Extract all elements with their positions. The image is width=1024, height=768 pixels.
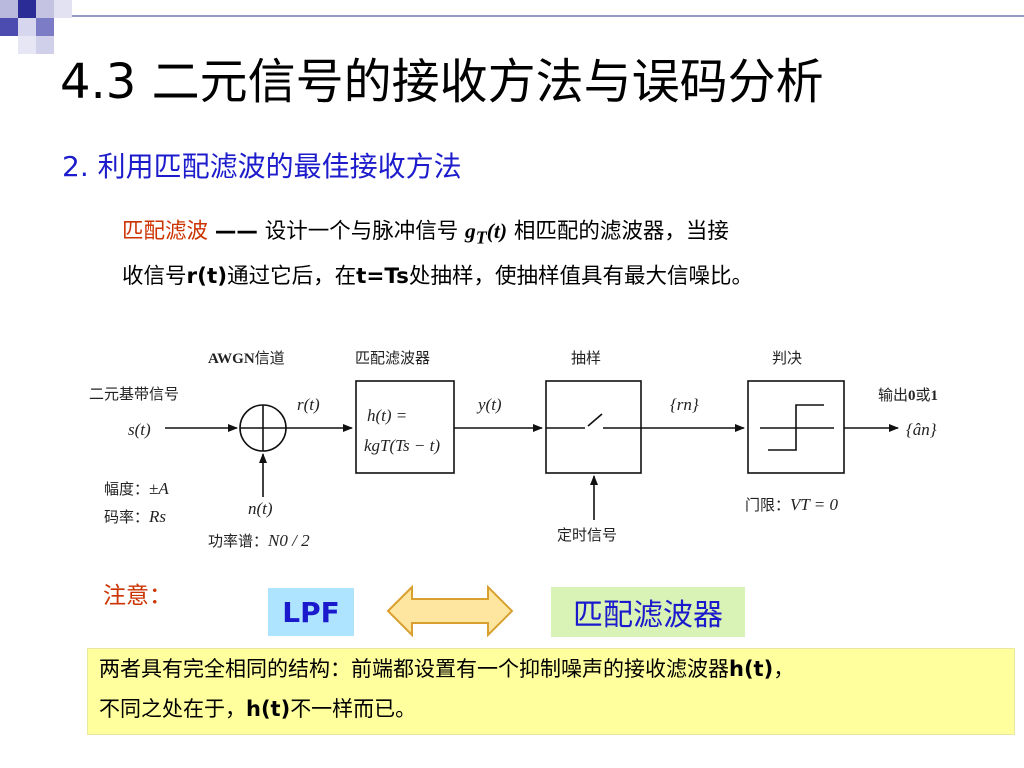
input-label: 二元基带信号: [89, 385, 179, 403]
switch-icon: [546, 413, 641, 429]
definition-term: 匹配滤波: [122, 219, 209, 244]
threshold-step-icon: [760, 404, 834, 451]
page-title: 4.3 二元信号的接收方法与误码分析: [60, 54, 824, 110]
rate-label: 码率：Rs: [104, 507, 166, 526]
matched-filter-box: [355, 380, 455, 474]
matched-filter-box-label: 匹配滤波器: [551, 587, 745, 637]
output-signal: {ân}: [906, 420, 937, 439]
definition-paragraph: 匹配滤波 —— 设计一个与脉冲信号 gT(t) 相匹配的滤波器，当接 收信号r(…: [122, 212, 952, 296]
top-divider: [72, 15, 1024, 17]
psd-label: 功率谱：N0 / 2: [208, 531, 310, 550]
r-signal: r(t): [297, 395, 320, 414]
awgn-channel-label: AWGN信道: [208, 349, 285, 367]
filter-equation-1: h(t) =: [367, 406, 407, 425]
receiver-block-diagram: AWGN信道 匹配滤波器 抽样 判决 二元基带信号 s(t) n(t) r(t)…: [89, 349, 938, 550]
noise-signal: n(t): [248, 499, 273, 518]
definition-line2-c: 处抽样，使抽样值具有最大信噪比。: [408, 264, 753, 290]
double-arrow-icon: [386, 585, 514, 637]
section-subtitle: 2. 利用匹配滤波的最佳接收方法: [62, 150, 462, 183]
output-label: 输出0或1: [878, 386, 938, 404]
definition-text-a: 设计一个与脉冲信号: [257, 219, 466, 244]
sampling-label: 抽样: [571, 349, 601, 367]
amplitude-label: 幅度：±A: [104, 479, 169, 498]
summary-line-1: 两者具有完全相同的结构：前端都设置有一个抑制噪声的接收滤波器h(t)，: [99, 657, 795, 681]
matched-filter-label: 匹配滤波器: [355, 349, 430, 367]
adder-icon: [239, 404, 287, 452]
rn-signal: {rn}: [670, 395, 699, 414]
filter-equation-2: kgT(Ts − t): [364, 436, 440, 455]
input-signal: s(t): [128, 420, 151, 439]
summary-box: 两者具有完全相同的结构：前端都设置有一个抑制噪声的接收滤波器h(t)， 不同之处…: [87, 648, 1015, 735]
definition-text-b: 相匹配的滤波器，当接: [507, 219, 729, 244]
definition-ts: t=Ts: [356, 264, 409, 290]
definition-line2-a: 收信号: [122, 264, 187, 290]
decision-label: 判决: [772, 349, 802, 367]
g-symbol: gT(t): [465, 219, 508, 248]
note-label: 注意：: [103, 583, 172, 609]
lpf-box: LPF: [268, 588, 354, 636]
timing-label: 定时信号: [557, 526, 617, 544]
definition-line2-b: 通过它后，在: [227, 264, 357, 290]
summary-line-2: 不同之处在于，h(t)不一样而已。: [99, 697, 417, 721]
sampler-box: [545, 380, 642, 474]
definition-dash: ——: [214, 219, 258, 244]
threshold-label: 门限：VT = 0: [745, 495, 839, 514]
definition-rt: r(t): [186, 264, 228, 290]
y-signal: y(t): [476, 395, 502, 414]
